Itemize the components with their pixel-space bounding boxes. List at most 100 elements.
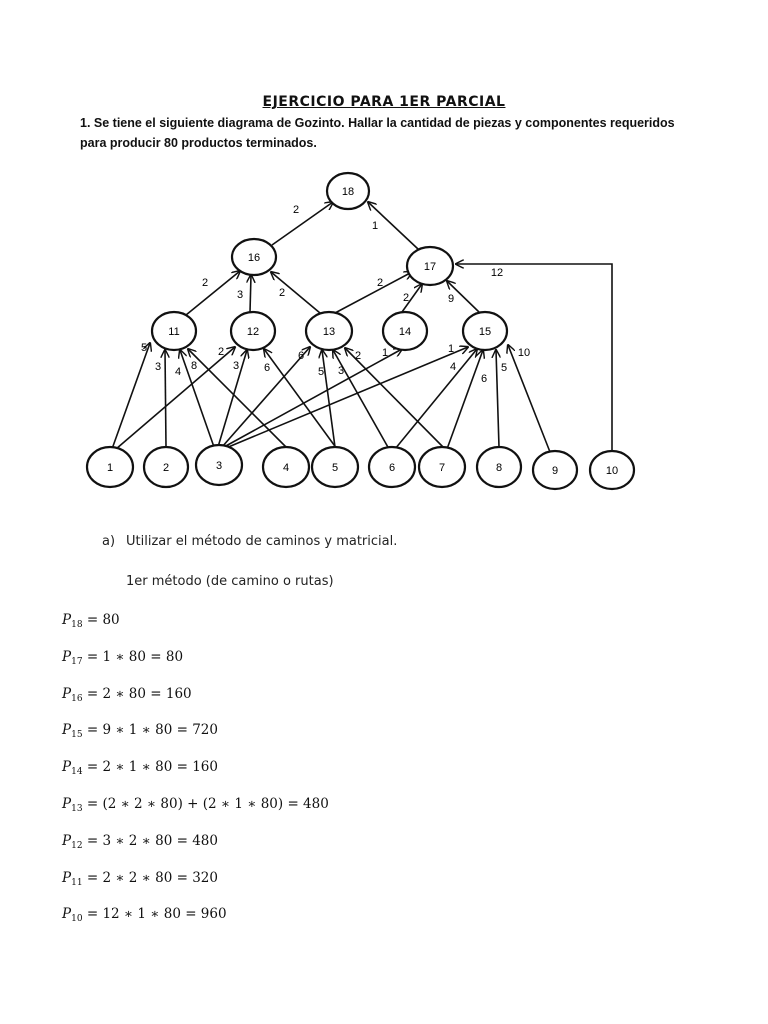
formula-p13: P13 = (2 ∗ 2 ∗ 80) + (2 ∗ 1 ∗ 80) = 480 (62, 796, 329, 814)
edges-layer (111, 202, 613, 453)
edge-13-to-16 (271, 272, 321, 314)
edge-7-to-13 (345, 348, 446, 450)
node-label-18: 18 (342, 186, 354, 198)
node-18: 18 (325, 171, 371, 211)
node-16: 16 (230, 237, 278, 277)
node-8: 8 (475, 445, 523, 489)
node-circle-10 (588, 449, 636, 491)
node-15: 15 (461, 310, 509, 352)
edge-15-to-17 (447, 281, 481, 314)
node-circle-2 (142, 445, 190, 489)
edge-label-16-to-18: 2 (293, 204, 299, 216)
edge-label-7-to-13: 2 (355, 350, 361, 362)
node-circle-13 (304, 310, 354, 352)
formula-variable: P (62, 832, 72, 849)
formula-variable: P (62, 869, 72, 886)
node-label-15: 15 (479, 326, 491, 338)
node-circle-8 (475, 445, 523, 489)
formula-subscript: 11 (71, 877, 83, 888)
formula-p10: P10 = 12 ∗ 1 ∗ 80 = 960 (62, 906, 227, 924)
method-title: 1er método (de camino o rutas) (126, 574, 334, 589)
node-9: 9 (531, 449, 579, 491)
node-label-6: 6 (389, 462, 395, 474)
formula-expression: = 12 ∗ 1 ∗ 80 = 960 (82, 906, 227, 923)
edge-3-to-11 (180, 350, 215, 448)
node-circle-1 (85, 445, 135, 489)
formula-expression: = 2 ∗ 1 ∗ 80 = 160 (82, 759, 218, 776)
formula-expression: = 2 ∗ 2 ∗ 80 = 320 (82, 869, 218, 886)
edge-label-12-to-16: 3 (237, 289, 243, 301)
edge-3-to-14 (223, 349, 402, 448)
edge-label-3-to-11: 4 (175, 366, 181, 378)
edge-4-to-11 (188, 349, 289, 450)
edge-13-to-17 (334, 272, 412, 314)
node-label-13: 13 (323, 326, 335, 338)
edge-6-to-15 (394, 349, 477, 450)
edge-10-to-17 (456, 264, 613, 451)
formula-variable: P (62, 685, 72, 702)
formula-p14: P14 = 2 ∗ 1 ∗ 80 = 160 (62, 759, 218, 777)
formula-p12: P12 = 3 ∗ 2 ∗ 80 = 480 (62, 833, 218, 851)
formula-p18: P18 = 80 (62, 612, 120, 630)
edge-label-11-to-16: 2 (202, 277, 208, 289)
edge-label-3-to-15: 1 (448, 343, 454, 355)
edge-label-5-to-12: 6 (264, 362, 270, 374)
node-label-16: 16 (248, 252, 260, 264)
formula-expression: = 2 ∗ 80 = 160 (82, 685, 192, 702)
part-a: a)Utilizar el método de caminos y matric… (102, 534, 397, 549)
formula-p16: P16 = 2 ∗ 80 = 160 (62, 686, 192, 704)
node-circle-9 (531, 449, 579, 491)
node-11: 11 (150, 310, 198, 352)
node-circle-12 (229, 310, 277, 352)
edge-label-15-to-17: 9 (448, 293, 454, 305)
node-circle-7 (417, 445, 467, 489)
edge-6-to-13 (333, 350, 390, 450)
problem-line-2: para producir 80 productos terminados. (80, 136, 317, 150)
node-circle-11 (150, 310, 198, 352)
edge-label-8-to-15: 5 (501, 362, 507, 374)
formula-expression: = 9 ∗ 1 ∗ 80 = 720 (82, 722, 218, 739)
node-circle-14 (381, 310, 429, 352)
edge-12-to-16 (250, 275, 251, 313)
formula-variable: P (62, 906, 72, 923)
node-label-1: 1 (107, 462, 113, 474)
problem-statement: 1. Se tiene el siguiente diagrama de Goz… (80, 113, 680, 153)
edge-1-to-11 (111, 343, 150, 450)
edge-7-to-15 (446, 350, 483, 450)
node-label-4: 4 (283, 462, 289, 474)
edge-3-to-12 (217, 350, 247, 448)
node-7: 7 (417, 445, 467, 489)
node-label-11: 11 (168, 326, 179, 338)
formula-p15: P15 = 9 ∗ 1 ∗ 80 = 720 (62, 722, 218, 740)
node-label-17: 17 (424, 261, 436, 273)
node-14: 14 (381, 310, 429, 352)
page-title: EJERCICIO PARA 1ER PARCIAL (262, 94, 506, 110)
edge-label-17-to-18: 1 (372, 220, 378, 232)
edge-label-7-to-15: 6 (481, 373, 487, 385)
formula-subscript: 12 (71, 840, 83, 851)
node-label-14: 14 (399, 326, 411, 338)
formula-expression: = 80 (82, 612, 120, 628)
edge-label-3-to-12: 3 (233, 360, 239, 372)
edge-11-to-16 (185, 271, 240, 316)
formula-subscript: 16 (71, 693, 83, 704)
node-circle-17 (405, 245, 455, 287)
edge-14-to-17 (401, 284, 422, 313)
node-label-5: 5 (332, 462, 338, 474)
node-4: 4 (261, 445, 311, 489)
edge-label-10-to-17: 12 (491, 267, 503, 279)
node-circle-3 (194, 443, 244, 487)
node-circle-4 (261, 445, 311, 489)
node-6: 6 (367, 445, 417, 489)
formula-expression: = 3 ∗ 2 ∗ 80 = 480 (82, 832, 218, 849)
node-10: 10 (588, 449, 636, 491)
formula-p11: P11 = 2 ∗ 2 ∗ 80 = 320 (62, 870, 218, 888)
formula-subscript: 10 (71, 914, 83, 925)
part-a-letter: a) (102, 534, 116, 549)
edge-label-6-to-15: 4 (450, 361, 456, 373)
problem-line-1: 1. Se tiene el siguiente diagrama de Goz… (80, 116, 675, 130)
edge-label-4-to-11: 8 (191, 360, 197, 372)
